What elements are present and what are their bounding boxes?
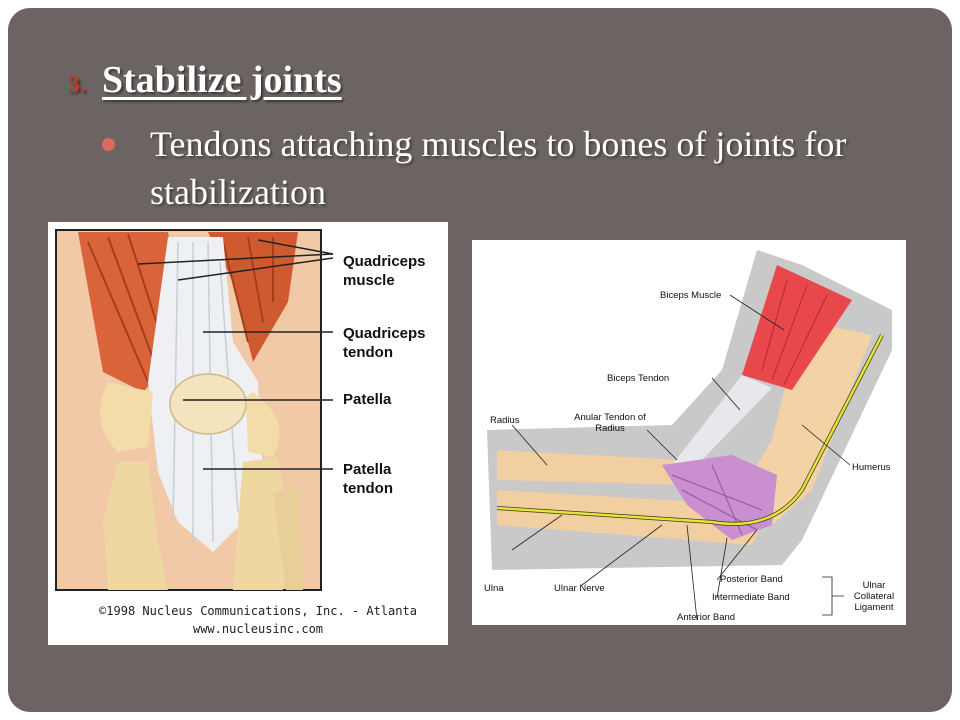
label-anular-tendon: Anular Tendon of Radius	[574, 412, 646, 434]
label-intermediate-band: Intermediate Band	[712, 592, 790, 603]
heading-title: Stabilize joints	[102, 59, 342, 101]
label-quadriceps-tendon: Quadriceps tendon	[343, 325, 426, 361]
bullet-dot-icon	[102, 138, 115, 151]
label-humerus: Humerus	[852, 462, 891, 473]
label-biceps-tendon: Biceps Tendon	[607, 373, 670, 384]
label-quadriceps-muscle: Quadriceps muscle	[343, 253, 426, 289]
bullet-text: Tendons attaching muscles to bones of jo…	[150, 124, 847, 212]
label-radius: Radius	[490, 415, 520, 426]
slide-heading: 3. Stabilize joints	[68, 58, 342, 102]
knee-credit-line-1: ©1998 Nucleus Communications, Inc. - Atl…	[99, 604, 417, 618]
knee-credit-line-2: www.nucleusinc.com	[192, 622, 324, 636]
label-ulnar-nerve: Ulnar Nerve	[554, 583, 605, 594]
label-biceps-muscle: Biceps Muscle	[660, 290, 722, 301]
knee-figure: Quadriceps muscle Quadriceps tendon Pate…	[48, 222, 448, 645]
label-anterior-band: Anterior Band	[677, 612, 736, 623]
heading-number: 3.	[68, 72, 86, 98]
label-patella: Patella	[343, 391, 392, 408]
elbow-illustration	[487, 250, 892, 621]
label-posterior-band: Posterior Band	[720, 574, 783, 585]
slide: 3. Stabilize joints Tendons attaching mu…	[8, 8, 952, 712]
label-ulnar-collateral-ligament: Ulnar Collateral Ligament	[853, 580, 895, 613]
label-patella-tendon: Patella tendon	[343, 461, 393, 497]
bullet-item: Tendons attaching muscles to bones of jo…	[102, 120, 922, 216]
knee-illustration	[55, 229, 334, 591]
elbow-figure: Biceps Muscle Biceps Tendon Anular Tendo…	[472, 240, 906, 625]
label-ulna: Ulna	[484, 583, 504, 594]
